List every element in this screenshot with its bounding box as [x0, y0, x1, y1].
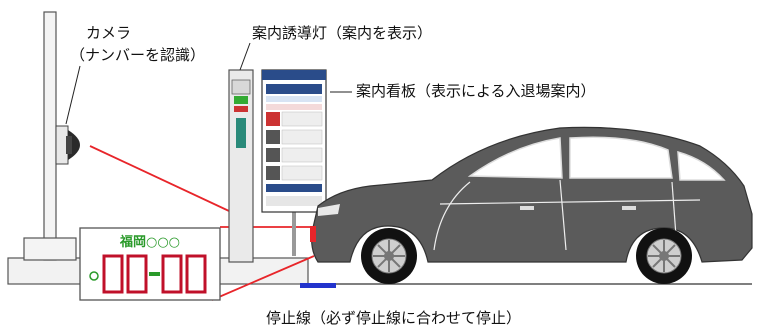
plate-area-text: 福岡○○○ — [119, 234, 180, 250]
camera-icon — [55, 125, 80, 165]
signboard-label: 案内看板（表示による入退場案内） — [356, 82, 596, 100]
license-plate-zoom: 福岡○○○ — [79, 227, 221, 301]
guide-light-label: 案内誘導灯（案内を表示） — [252, 24, 432, 42]
plate-dash — [149, 272, 160, 276]
guide-light-display — [234, 96, 248, 104]
rear-wheel — [636, 228, 692, 284]
camera-leader-line — [65, 65, 81, 125]
camera-pole — [23, 11, 77, 261]
camera-label-line2: （ナンバーを認識） — [70, 46, 205, 64]
plate-number-graphic — [102, 254, 207, 294]
car — [310, 126, 753, 263]
stop-line-label: 停止線（必ず停止線に合わせて停止） — [266, 309, 521, 327]
front-wheel — [361, 228, 417, 284]
signboard — [261, 69, 327, 256]
plate-bolt-icon — [89, 271, 99, 281]
guide-light-leader — [239, 42, 251, 71]
camera-label-line1: カメラ — [86, 24, 131, 42]
guide-light-kiosk — [228, 69, 254, 263]
car-front-plate — [310, 226, 316, 242]
stop-line-marker — [300, 283, 336, 288]
